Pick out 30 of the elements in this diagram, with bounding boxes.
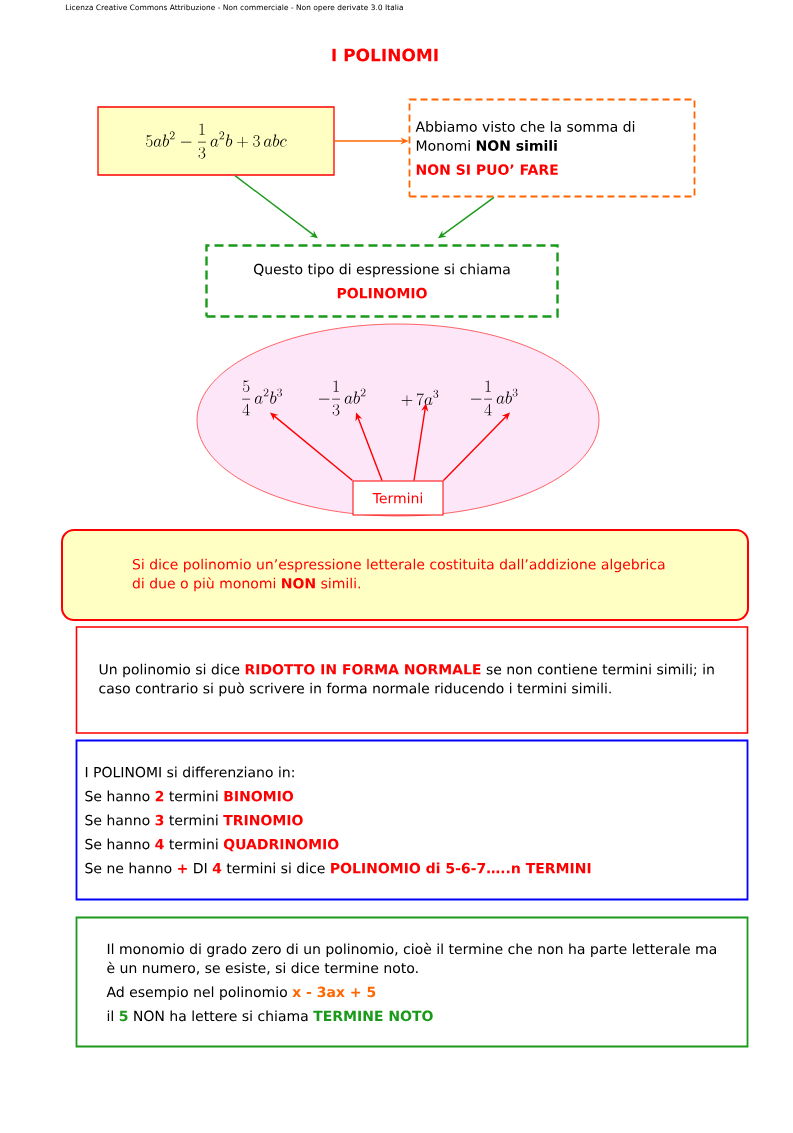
formula: $5ab^{2} - \frac{1}{3}\,a^{2}b + 3\,abc$ (146, 123, 287, 159)
arrow (270, 412, 354, 482)
text: Se hanno 2 termini BINOMIO (85, 790, 294, 802)
formula: $-\frac{1}{4}\,ab^{3}$ (470, 380, 518, 416)
text: Se ne hanno + DI 4 termini si dice POLINOMIO di 5-6-7…..n TERMINI (85, 862, 591, 874)
definition-box (205, 244, 559, 318)
example-box (75, 916, 749, 1048)
text: Il monomio di grado zero di un polinomio, cioè il termine che non ha parte letterale ma è un numero, se esiste, si dice termine noto. (107, 942, 716, 975)
classification-box (75, 739, 749, 901)
text: Se hanno 3 termini TRINOMIO (85, 814, 303, 826)
formula: $-\frac{1}{3}\,ab^{2}$ (318, 380, 366, 416)
term-ellipse (196, 323, 600, 517)
note-box (408, 98, 696, 198)
text: Termini (372, 492, 422, 504)
text: POLINOMIO (337, 287, 427, 299)
text: Si dice polinomio un’espressione letterale costituita dall’addizione algebrica di due o più monomi NON simili. (132, 558, 665, 592)
text: NON SI PUO’ FARE (416, 164, 558, 175)
title: I POLINOMI (332, 48, 438, 62)
text: Questo tipo di espressione si chiama (254, 263, 510, 278)
formula: $\frac{5}{4}\,a^{2}b^{3}$ (242, 380, 282, 416)
formula-box (97, 106, 335, 176)
definition-box (61, 529, 749, 621)
text: Se hanno 4 termini QUADRINOMIO (85, 838, 339, 852)
text: il 5 NON ha lettere si chiama TERMINE NOTO (107, 1010, 433, 1022)
text: I POLINOMI si differenziano in: (85, 766, 294, 778)
label-box (352, 480, 444, 516)
text: Abbiamo visto che la somma di Monomi NON simili (415, 121, 635, 151)
text: Un polinomio si dice RIDOTTO IN FORMA NORMALE se non contiene termini simili; in caso contrario si può scrivere in forma normale riducendo i termini simili. (99, 663, 714, 697)
text: Ad esempio nel polinomio x - 3ax + 5 (106, 986, 376, 1000)
formula: $+\,7a^{3}$ (401, 389, 439, 406)
